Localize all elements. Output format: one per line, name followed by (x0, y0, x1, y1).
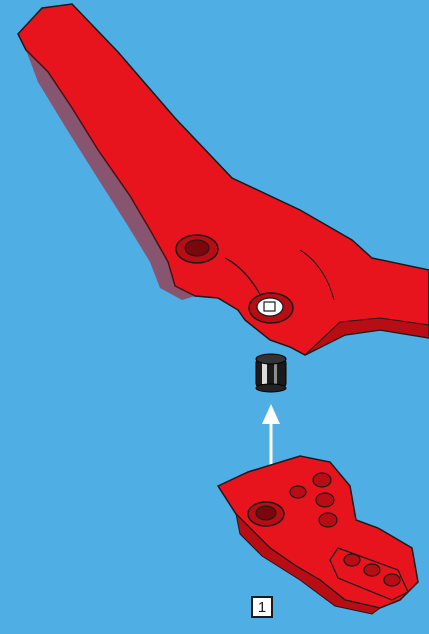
lower-part-hole (248, 502, 284, 526)
socket-hole-left (176, 235, 218, 263)
socket-hole-right (249, 293, 293, 323)
step-number: 1 (258, 600, 266, 615)
step-number-badge: 1 (251, 596, 273, 618)
lower-red-part (218, 456, 418, 614)
upper-part-body (18, 4, 429, 355)
upper-red-part (18, 4, 429, 355)
black-pin (256, 354, 286, 392)
